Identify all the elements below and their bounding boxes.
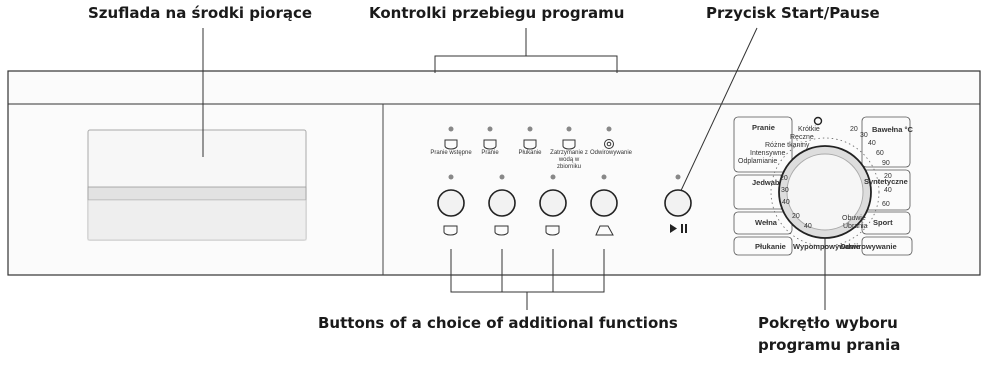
- function-buttons: [437, 189, 618, 217]
- start-pause-button: [664, 189, 692, 217]
- temp-bawelna-40: 40: [868, 140, 876, 147]
- program-odwirowywanie: Odwirowywanie: [840, 242, 897, 251]
- program-bawelna: Bawełna °C: [872, 125, 913, 134]
- indicator-icons: [444, 139, 614, 150]
- temp-wool-40: 40: [804, 223, 812, 230]
- callout-start-pause: Przycisk Start/Pause: [706, 4, 880, 22]
- indicator-label-rinse-hold: Zatrzymanie z wodą w zbiorniku: [550, 150, 588, 170]
- leader-start: [677, 27, 758, 198]
- temp-silk-40: 40: [782, 199, 790, 206]
- pause-icon-bar1: [681, 224, 683, 233]
- program-rozne: Różne tkaniny: [765, 142, 810, 149]
- detergent-drawer: [87, 129, 307, 241]
- program-jedwab: Jedwab: [752, 178, 780, 187]
- program-boxes: [733, 116, 913, 256]
- callout-dial-line2: programu prania: [758, 336, 901, 354]
- function-button-icons: [443, 225, 614, 236]
- temp-bawelna-90: 90: [882, 160, 890, 167]
- program-welna: Wełna: [755, 218, 777, 227]
- program-odplamianie: Odplamianie: [738, 158, 778, 165]
- program-pranie: Pranie: [752, 123, 775, 132]
- program-krotkie: Krótkie: [798, 126, 820, 133]
- program-syntetyczne: Syntetyczne: [864, 177, 908, 186]
- callout-function-buttons: Buttons of a choice of additional functi…: [318, 314, 678, 332]
- temp-synth-40: 40: [884, 187, 892, 194]
- indicator-label-rinse: Płukanie: [518, 150, 542, 156]
- temp-bawelna-20: 20: [850, 126, 858, 133]
- indicator-label-spin: Odwirowywanie: [590, 150, 633, 156]
- program-intensywne: Intensywne: [750, 150, 786, 157]
- indicator-label-wash: Pranie: [481, 150, 499, 156]
- program-wypompowywanie: Wypompowywanie: [793, 242, 860, 251]
- temp-wool-20: 20: [792, 213, 800, 220]
- program-obuwie: Obuwie: [842, 215, 866, 222]
- program-reczne: Ręczne: [790, 134, 814, 141]
- indicator-lamps: [448, 126, 612, 132]
- program-dial: [770, 116, 880, 247]
- callout-dial-line1: Pokrętło wyboru: [758, 314, 898, 332]
- program-ubrania: Ubrania: [843, 223, 868, 230]
- button-lamps: [448, 174, 681, 180]
- temp-bawelna-30: 30: [860, 132, 868, 139]
- program-sport: Sport: [873, 218, 893, 227]
- program-plukanie: Płukanie: [755, 242, 786, 251]
- temp-silk-30: 30: [781, 187, 789, 194]
- temp-synth-60: 60: [882, 201, 890, 208]
- pause-icon-bar2: [685, 224, 687, 233]
- indicator-label-prewash: Pranie wstępne: [430, 150, 472, 156]
- temp-silk-20: 20: [780, 175, 788, 182]
- callout-program-indicators: Kontrolki przebiegu programu: [369, 4, 625, 22]
- callout-detergent-drawer: Szuflada na środki piorące: [88, 4, 313, 22]
- temp-synth-20: 20: [884, 173, 892, 180]
- temp-bawelna-60: 60: [876, 150, 884, 157]
- play-icon: [670, 224, 677, 233]
